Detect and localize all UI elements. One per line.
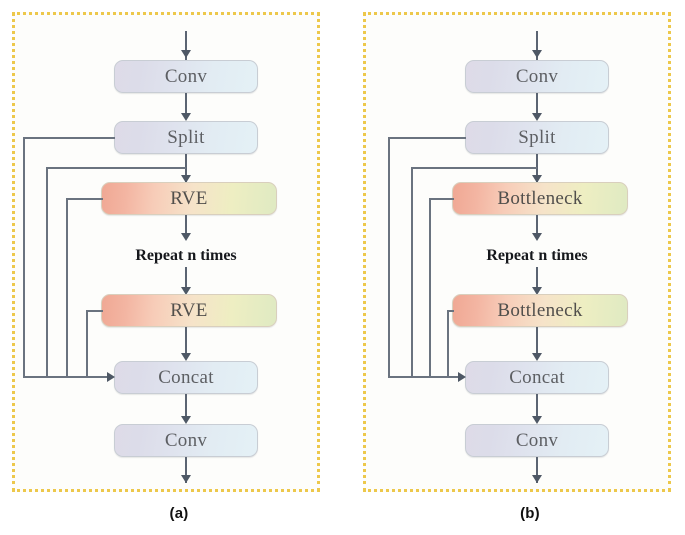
node-label: Bottleneck [497,187,583,209]
arrowhead-repeat-to-rve2 [181,287,191,295]
arrowhead-conv-to-split [181,113,191,121]
node-rve-1[interactable]: RVE [101,182,277,215]
skip-3-vertical [66,198,68,377]
repeat-n-times-label: Repeat n times [135,247,237,264]
edge-concat-to-conv [185,394,187,422]
arrowhead-input-to-conv [532,50,542,58]
node-conv-top[interactable]: Conv [114,60,258,93]
node-concat[interactable]: Concat [114,361,258,394]
skip-4-top-segment [447,310,454,312]
edge-conv-to-split [536,93,538,119]
edge-input-to-conv [185,31,187,61]
node-label: Conv [164,429,208,451]
arrowhead-split-to-rve1 [181,175,191,183]
skip-4-vertical [447,310,449,377]
arrowhead-conv-to-output [532,475,542,483]
skip-1-vertical [388,137,390,377]
node-label: Split [518,126,556,148]
node-label: Conv [164,65,208,87]
skip-1-top-segment [388,137,466,139]
node-split[interactable]: Split [465,121,609,154]
skip-merge-bar [23,376,111,378]
edge-concat-to-conv [536,394,538,422]
node-label: Conv [515,65,559,87]
panel-b: Conv Split Bottleneck Repeat n times Bot… [363,12,671,492]
repeat-n-times-label: Repeat n times [486,247,588,264]
node-split[interactable]: Split [114,121,258,154]
arrowhead-rve1-to-repeat [181,233,191,241]
node-conv-bottom[interactable]: Conv [465,424,609,457]
arrowhead-skip-to-concat [458,372,466,382]
skip-2-vertical [46,167,48,377]
skip-4-top-segment [86,310,103,312]
skip-3-top-segment [66,198,103,200]
edge-split-to-rve1 [185,154,187,182]
arrowhead-input-to-conv [181,50,191,58]
edge-bottleneck1-to-repeat [536,215,538,239]
skip-merge-bar [388,376,462,378]
panel-a: Conv Split RVE Repeat n times RVE [12,12,320,492]
skip-1-vertical [23,137,25,377]
node-rve-2[interactable]: RVE [101,294,277,327]
edge-split-to-bottleneck1 [536,154,538,182]
edge-rve1-to-repeat [185,215,187,239]
edge-repeat-to-bottleneck2 [536,267,538,293]
arrowhead-conv-to-output [181,475,191,483]
edge-conv-to-split [185,93,187,119]
edge-conv-to-output [536,457,538,483]
caption-panel-a: (a) [169,505,189,522]
node-label: Conv [515,429,559,451]
arrowhead-concat-to-conv [181,416,191,424]
skip-2-top-segment [411,167,537,169]
node-label: Concat [509,366,565,388]
arrowhead-conv-to-split [532,113,542,121]
edge-repeat-to-rve2 [185,267,187,293]
node-concat[interactable]: Concat [465,361,609,394]
node-bottleneck-2[interactable]: Bottleneck [452,294,628,327]
arrowhead-split-to-bottleneck1 [532,175,542,183]
skip-4-vertical [86,310,88,377]
arrowhead-skip-to-concat [107,372,115,382]
edge-bottleneck2-to-concat [536,327,538,359]
arrowhead-bottleneck1-to-repeat [532,233,542,241]
skip-1-top-segment [23,137,115,139]
skip-2-vertical [411,167,413,377]
node-label: RVE [170,187,208,209]
node-label: RVE [170,299,208,321]
arrowhead-concat-to-conv [532,416,542,424]
node-label: Concat [158,366,214,388]
arrowhead-repeat-to-bottleneck2 [532,287,542,295]
edge-rve2-to-concat [185,327,187,359]
node-label: Split [167,126,205,148]
node-label: Bottleneck [497,299,583,321]
arrowhead-bottleneck2-to-concat [532,353,542,361]
edge-conv-to-output [185,457,187,483]
arrowhead-rve2-to-concat [181,353,191,361]
caption-panel-b: (b) [520,505,540,522]
node-bottleneck-1[interactable]: Bottleneck [452,182,628,215]
edge-input-to-conv [536,31,538,61]
skip-3-vertical [429,198,431,377]
node-conv-bottom[interactable]: Conv [114,424,258,457]
node-conv-top[interactable]: Conv [465,60,609,93]
skip-2-top-segment [46,167,186,169]
skip-3-top-segment [429,198,454,200]
